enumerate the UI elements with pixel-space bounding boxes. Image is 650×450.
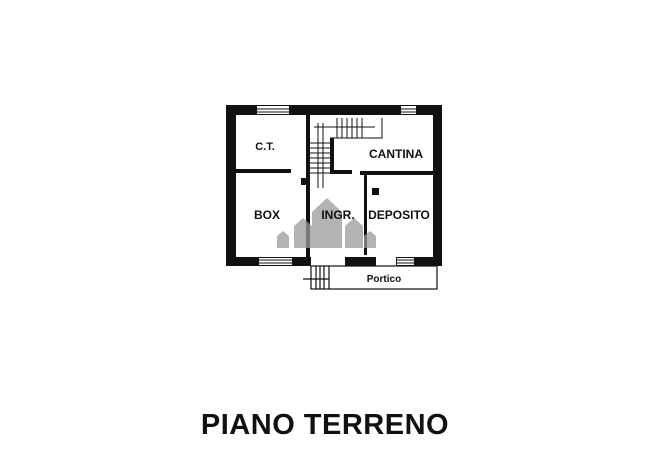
room-label-box: BOX [254, 208, 280, 222]
staircase [310, 118, 383, 188]
door-ingresso [330, 257, 345, 266]
room-label-ingresso: INGR. [321, 208, 354, 222]
plan-title: PIANO TERRENO [200, 409, 450, 441]
room-label-cantina: CANTINA [369, 147, 423, 161]
door-deposito [376, 257, 396, 266]
room-label-deposito: DEPOSITO [368, 208, 430, 222]
room-label-portico: Portico [367, 274, 401, 285]
house-logo-icon [277, 198, 376, 248]
window-top-left [257, 106, 289, 114]
room-label-ct: C.T. [255, 141, 275, 153]
portico [303, 265, 438, 290]
interior-walls [236, 115, 433, 260]
window-top-right [401, 106, 416, 114]
window-bottom-deposito [397, 258, 414, 265]
window-bottom-box [259, 258, 292, 265]
